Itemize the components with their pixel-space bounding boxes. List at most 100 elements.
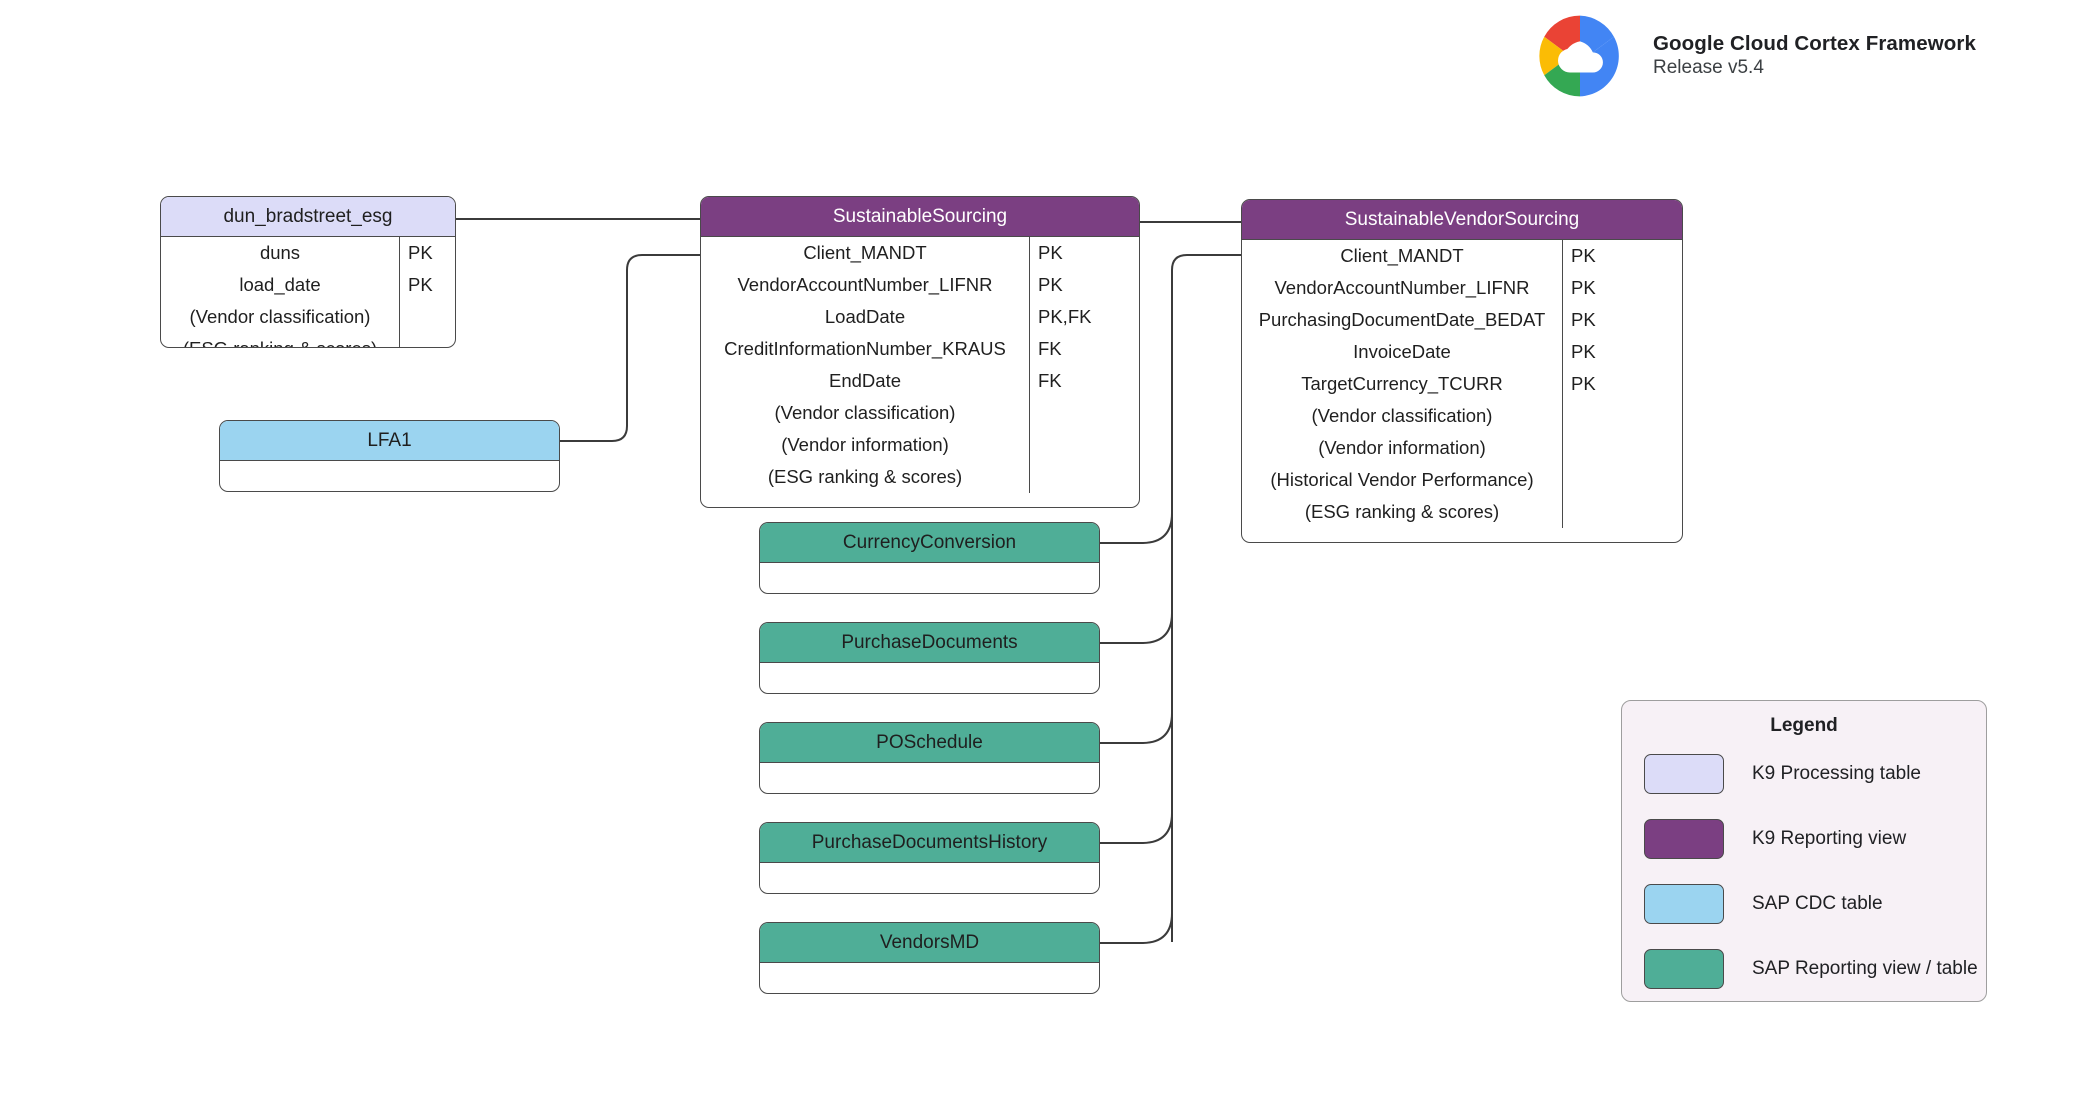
entity-body-SustainableSourcing: Client_MANDT VendorAccountNumber_LIFNR Loa…	[701, 237, 1139, 493]
field-row: (Vendor classification)	[189, 306, 371, 327]
legend-label: SAP Reporting view / table	[1752, 957, 1978, 979]
key-row	[1030, 397, 1139, 429]
key-row: PK	[1038, 242, 1063, 263]
entity-title-POSchedule: POSchedule	[760, 723, 1099, 763]
entity-body-dun_bradstreet_esg: duns load_date (Vendor classification) (ESG…	[161, 237, 455, 347]
key-row	[1563, 400, 1682, 432]
legend-label: K9 Processing table	[1752, 762, 1921, 784]
key-row: FK	[1038, 370, 1062, 391]
key-column: PK PK PK PK PK	[1562, 240, 1682, 528]
field-row: (Vendor classification)	[774, 402, 956, 423]
legend-item: K9 Reporting view	[1622, 806, 1986, 871]
key-row: FK	[1038, 338, 1062, 359]
field-row: VendorAccountNumber_LIFNR	[1274, 277, 1530, 298]
field-row: Client_MANDT	[1340, 245, 1464, 266]
entity-body-PurchaseDocuments	[760, 663, 1099, 693]
key-row	[1563, 496, 1682, 528]
brand-title: Google Cloud Cortex Framework	[1653, 31, 1976, 55]
entity-title-dun_bradstreet_esg: dun_bradstreet_esg	[161, 197, 455, 237]
entity-title-VendorsMD: VendorsMD	[760, 923, 1099, 963]
entity-body-POSchedule	[760, 763, 1099, 793]
entity-title-PurchaseDocumentsHistory: PurchaseDocumentsHistory	[760, 823, 1099, 863]
key-row	[1563, 464, 1682, 496]
connector-currencyconversion-trunk	[1100, 512, 1173, 544]
connector-vendorsmd-trunk	[1100, 912, 1173, 944]
legend-swatch	[1644, 883, 1724, 924]
key-row: PK,FK	[1038, 306, 1092, 327]
connector-trunk-vendorsourcing	[1171, 254, 1241, 942]
connector-purchasedocuments-trunk	[1100, 612, 1173, 644]
entity-title-CurrencyConversion: CurrencyConversion	[760, 523, 1099, 563]
entity-PurchaseDocumentsHistory[interactable]: PurchaseDocumentsHistory	[759, 822, 1100, 894]
entity-CurrencyConversion[interactable]: CurrencyConversion	[759, 522, 1100, 594]
field-row: Client_MANDT	[803, 242, 927, 263]
key-row: PK	[1571, 373, 1596, 394]
field-row: (Historical Vendor Performance)	[1270, 469, 1534, 490]
connector-poschedule-trunk	[1100, 712, 1173, 744]
field-column: Client_MANDT VendorAccountNumber_LIFNR Loa…	[701, 237, 1029, 493]
field-row: VendorAccountNumber_LIFNR	[737, 274, 993, 295]
legend-item: SAP CDC table	[1622, 871, 1986, 936]
legend-swatch	[1644, 753, 1724, 794]
field-column: Client_MANDT VendorAccountNumber_LIFNR Pur…	[1242, 240, 1562, 528]
key-row: PK	[1571, 245, 1596, 266]
field-row: (ESG ranking & scores)	[1304, 501, 1500, 522]
field-row: (Vendor information)	[781, 434, 949, 455]
key-row	[400, 333, 455, 347]
key-row: PK	[408, 242, 433, 263]
field-row: duns	[259, 242, 301, 263]
legend-title: Legend	[1770, 715, 1838, 736]
entity-VendorsMD[interactable]: VendorsMD	[759, 922, 1100, 994]
field-row: load_date	[239, 274, 321, 295]
field-row: LoadDate	[824, 306, 906, 327]
key-row	[1030, 461, 1139, 493]
entity-PurchaseDocuments[interactable]: PurchaseDocuments	[759, 622, 1100, 694]
key-row	[1030, 429, 1139, 461]
field-row: (Vendor information)	[1318, 437, 1486, 458]
entity-POSchedule[interactable]: POSchedule	[759, 722, 1100, 794]
legend-label: K9 Reporting view	[1752, 827, 1907, 849]
field-row: EndDate	[829, 370, 901, 391]
legend-item: SAP Reporting view / table	[1622, 936, 1986, 1001]
key-row: PK	[1571, 309, 1596, 330]
brand-release: Release v5.4	[1653, 57, 1764, 79]
entity-body-SustainableVendorSourcing: Client_MANDT VendorAccountNumber_LIFNR Pur…	[1242, 240, 1682, 528]
field-row: (ESG ranking & scores)	[767, 466, 963, 487]
key-column: PK PK	[399, 237, 455, 347]
entity-body-LFA1	[220, 461, 559, 491]
entity-title-SustainableSourcing: SustainableSourcing	[701, 197, 1139, 237]
legend-swatch	[1644, 818, 1724, 859]
entity-LFA1[interactable]: LFA1	[219, 420, 560, 492]
entity-title-PurchaseDocuments: PurchaseDocuments	[760, 623, 1099, 663]
legend-label: SAP CDC table	[1752, 892, 1883, 914]
field-row: CreditInformationNumber_KRAUS	[724, 338, 1006, 359]
brand-header: Google Cloud Cortex Framework Release v5…	[1525, 10, 1976, 102]
field-row: (ESG ranking & scores)	[161, 333, 399, 347]
legend-item: K9 Processing table	[1622, 741, 1986, 806]
field-column: duns load_date (Vendor classification) (ESG…	[161, 237, 399, 347]
entity-body-VendorsMD	[760, 963, 1099, 993]
entity-title-SustainableVendorSourcing: SustainableVendorSourcing	[1242, 200, 1682, 240]
connector-purchasedocumentshistory-trunk	[1100, 812, 1173, 844]
key-row: PK	[1571, 341, 1596, 362]
key-row: PK	[1038, 274, 1063, 295]
field-row: PurchasingDocumentDate_BEDAT	[1258, 309, 1546, 330]
key-column: PK PK PK,FK FK FK	[1029, 237, 1139, 493]
field-row: TargetCurrency_TCURR	[1301, 373, 1503, 394]
legend-panel: Legend K9 Processing table K9 Reporting v…	[1621, 700, 1987, 1002]
legend-swatch	[1644, 948, 1724, 989]
key-row: PK	[1571, 277, 1596, 298]
field-row: InvoiceDate	[1353, 341, 1451, 362]
entity-body-PurchaseDocumentsHistory	[760, 863, 1099, 893]
entity-title-LFA1: LFA1	[220, 421, 559, 461]
entity-body-CurrencyConversion	[760, 563, 1099, 593]
connector-lfa1-sustainablesourcing	[560, 254, 700, 442]
key-row: PK	[408, 274, 433, 295]
key-row	[400, 301, 455, 333]
field-row: (Vendor classification)	[1311, 405, 1493, 426]
